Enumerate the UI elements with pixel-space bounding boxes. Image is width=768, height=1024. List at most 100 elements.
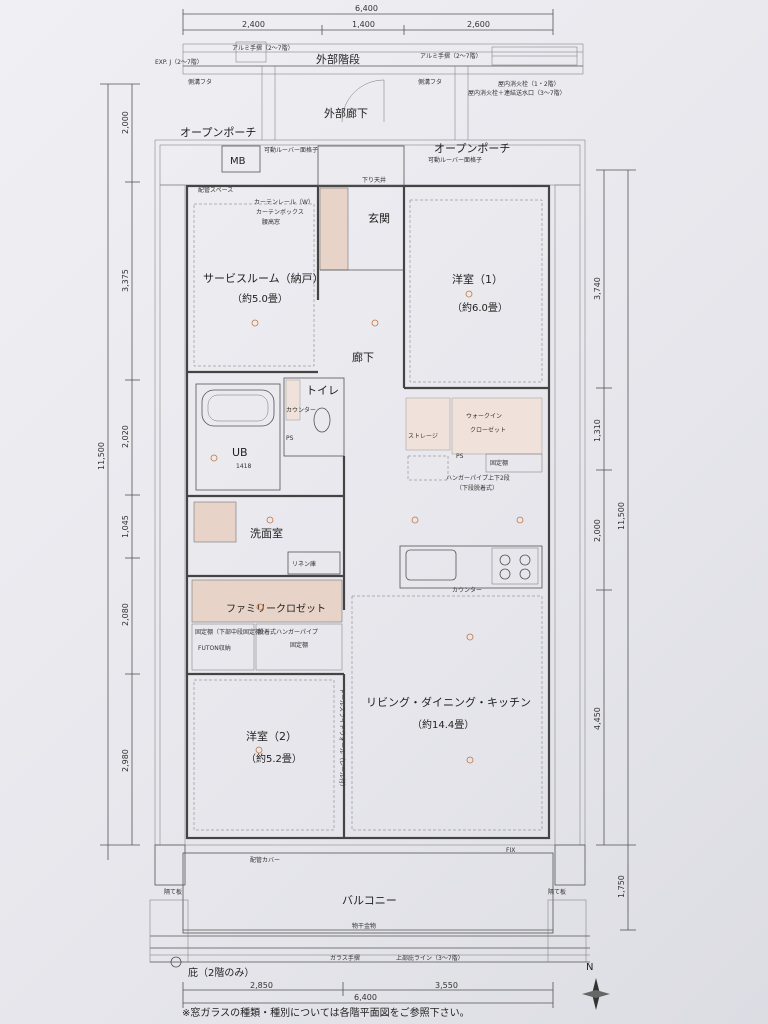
dim-left-seg-4: 1,045	[121, 515, 130, 538]
dim-right-seg-5: 1,750	[617, 875, 626, 898]
label-hallway: 廊下	[352, 350, 374, 364]
label-alum-rail-left: アルミ手摺（2〜7階）	[232, 44, 294, 52]
label-side-lid-left: 側溝フタ	[188, 78, 212, 86]
label-louver-left: 可動ルーバー面格子	[264, 146, 318, 154]
label-fire-hydrant: 屋内消火栓（1・2階）	[498, 80, 560, 88]
label-western2: 洋室（2）	[246, 729, 297, 743]
kitchen-area	[399, 545, 543, 589]
label-ldk: リビング・ダイニング・キッチン	[366, 695, 531, 709]
label-detachable-hanger: 脱着式ハンガーパイプ	[258, 628, 318, 636]
label-mb: MB	[230, 156, 246, 167]
label-exp-j: EXP. J（2〜7階）	[155, 58, 203, 66]
label-open-porch-left: オープンポーチ	[180, 126, 256, 139]
label-counter: カウンター	[286, 406, 316, 414]
dim-top-total: 6,400	[355, 4, 378, 13]
dim-top-seg-1: 2,400	[242, 20, 265, 29]
light-fixtures	[210, 290, 524, 764]
dim-top-seg-2: 1,400	[352, 20, 375, 29]
label-alum-rail-right: アルミ手摺（2〜7階）	[420, 52, 482, 60]
balcony-area	[149, 852, 590, 963]
western1-dashed	[409, 199, 543, 383]
dim-left-seg-1: 2,000	[121, 111, 130, 134]
dim-top-seg-3: 2,600	[467, 20, 490, 29]
bottom-dimension-lines	[182, 982, 554, 1008]
dim-bottom-seg-1: 2,850	[250, 981, 273, 990]
label-curtain-box: カーテンボックス	[256, 208, 304, 216]
left-dimension-lines	[100, 83, 140, 860]
label-north: N	[586, 962, 593, 973]
footnote: ※窓ガラスの種類・種別については各階平面図をご参照下さい。	[182, 1006, 470, 1019]
exterior-walls	[154, 139, 586, 886]
ldk-dashed	[351, 595, 543, 831]
label-service-room: サービスルーム（納戸）	[203, 272, 324, 285]
label-outer-corridor: 外部廊下	[324, 106, 368, 120]
service-room-dashed	[193, 203, 315, 367]
entrance-area	[316, 145, 406, 388]
dim-bottom-total: 6,400	[354, 993, 377, 1002]
label-fixed-shelf-lower: 固定棚（下部中段固定棚）	[195, 628, 267, 636]
label-partition-right: 隔て板	[548, 888, 566, 896]
dim-right-seg-3: 2,000	[593, 519, 602, 542]
label-ub: UB	[232, 446, 248, 459]
outer-stairs-area	[182, 41, 584, 140]
label-trolley-wall: トールスライドウォール（レール付）	[338, 688, 346, 790]
label-wic: ウォークイン	[466, 412, 502, 420]
mb-box	[221, 145, 261, 173]
bathroom-ub	[195, 383, 281, 491]
label-fire-hydrant-2: 屋内消火栓＋連結送水口（3〜7階）	[468, 89, 566, 97]
label-drying-rack: 物干金物	[352, 922, 376, 930]
label-fixed-shelf: 固定棚	[290, 641, 308, 649]
label-open-porch-right: オープンポーチ	[434, 142, 510, 155]
dim-left-seg-6: 2,980	[121, 749, 130, 772]
dim-left-outer: 11,500	[97, 442, 106, 470]
dim-right-outer: 11,500	[617, 502, 626, 530]
label-hanger-pipe: ハンガーパイプ上下2段	[446, 474, 510, 482]
label-hanger-pipe-2: （下段脱着式）	[456, 484, 498, 492]
label-ps-left: PS	[286, 435, 294, 442]
label-futon: FUTON収納	[198, 644, 231, 652]
label-counter-kitchen: カウンター	[452, 586, 482, 594]
right-dimension-lines	[596, 169, 636, 931]
dim-left-seg-5: 2,080	[121, 603, 130, 626]
label-balcony: バルコニー	[342, 894, 397, 907]
label-eave: 庇（2階のみ）	[188, 966, 254, 979]
dim-right-seg-4: 4,450	[593, 707, 602, 730]
family-closet	[187, 574, 344, 676]
label-down-ceiling: 下り天井	[362, 176, 386, 184]
label-ldk-size: （約14.4畳）	[412, 718, 474, 731]
label-service-room-size: （約5.0畳）	[232, 292, 288, 305]
label-partition-left: 隔て板	[164, 888, 182, 896]
label-fix: FIX	[506, 847, 515, 854]
dim-right-seg-2: 1,310	[593, 419, 602, 442]
label-side-lid-right: 側溝フタ	[418, 78, 442, 86]
eave-marker-icon	[170, 956, 182, 968]
label-ps-right: PS	[456, 453, 464, 460]
label-pipe-cover: 配管カバー	[250, 856, 280, 864]
label-curtain-rail-w: カーテンレール（W）	[254, 199, 314, 206]
label-louver-right: 可動ルーバー面格子	[428, 156, 482, 164]
top-dimension-lines	[182, 9, 554, 35]
label-family-closet: ファミリークロゼット	[226, 603, 326, 615]
label-glass-rail: ガラス手摺	[330, 954, 360, 962]
label-washroom: 洗面室	[250, 526, 283, 540]
washroom-area	[187, 456, 346, 610]
label-ub-code: 1418	[236, 463, 251, 470]
label-western1: 洋室（1）	[452, 272, 503, 286]
western2-dashed	[193, 679, 335, 831]
label-shelf: 固定棚	[490, 459, 508, 467]
dim-right-seg-1: 3,740	[593, 277, 602, 300]
label-entrance: 玄関	[368, 211, 390, 225]
dim-bottom-seg-2: 3,550	[435, 981, 458, 990]
label-waist-window: 腰高窓	[262, 218, 280, 226]
label-pipe-space: 配管スペース	[198, 186, 233, 194]
storage-wic	[405, 397, 543, 481]
toilet-area	[283, 377, 345, 457]
label-wic-2: クローゼット	[470, 426, 506, 434]
dim-left-seg-3: 2,020	[121, 425, 130, 448]
north-arrow-icon	[582, 978, 610, 1010]
entrance-door-swing	[341, 79, 385, 123]
label-western2-size: （約5.2畳）	[246, 752, 302, 765]
label-storage: ストレージ	[408, 433, 438, 440]
